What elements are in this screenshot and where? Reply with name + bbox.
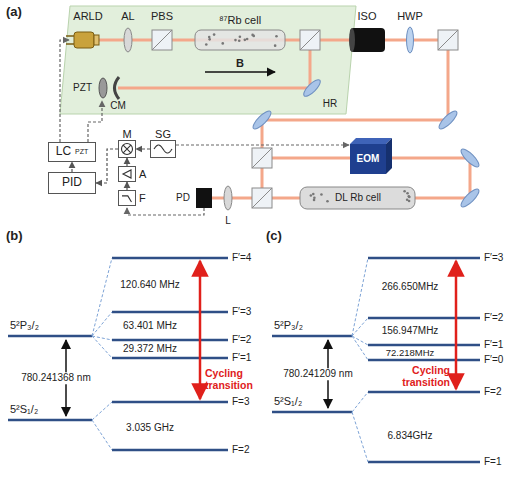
transition-label: Cycling transition xyxy=(205,368,267,392)
text-label: 780.241368 nm xyxy=(19,372,93,384)
text-label: F=2 xyxy=(484,386,502,398)
lens xyxy=(224,186,232,210)
symbol xyxy=(119,191,135,205)
symbol xyxy=(151,141,175,157)
atoms xyxy=(205,33,278,47)
signal-connector xyxy=(96,149,118,183)
text-label: 5²S₁/₂ xyxy=(10,403,38,416)
box-text: LC xyxy=(56,145,71,158)
box-text: PID xyxy=(62,176,82,189)
text-label: HWP xyxy=(397,10,423,23)
symbol xyxy=(119,141,135,157)
text-label: 5²P₃/₂ xyxy=(10,319,39,332)
text-label: PBS xyxy=(151,10,173,23)
lens xyxy=(124,28,132,52)
signal-generator: SG xyxy=(150,140,176,158)
mirror xyxy=(251,77,482,209)
text-label: (b) xyxy=(6,229,23,244)
text-label: 156.947MHz xyxy=(382,325,439,337)
component-label: M xyxy=(122,128,131,140)
laser-beam xyxy=(99,40,470,198)
text-label: 266.650MHz xyxy=(382,281,439,293)
half-wave-plate xyxy=(407,27,414,53)
text-label: F=1 xyxy=(484,456,502,468)
text-label: B xyxy=(236,57,244,70)
signal-connector xyxy=(126,158,127,166)
text-label: 72.218MHz xyxy=(386,348,435,359)
component-label: F xyxy=(139,192,146,204)
beam-splitter-cube xyxy=(152,30,458,208)
text-label: 120.640 MHz xyxy=(120,279,179,291)
transition-label: Cycling transition xyxy=(388,365,450,389)
symbol xyxy=(119,167,135,181)
filter-box: F xyxy=(118,190,136,206)
text-label: (a) xyxy=(6,5,22,20)
signal-connector xyxy=(126,182,127,190)
energy-level xyxy=(8,258,480,462)
eom-crystal xyxy=(350,138,392,174)
text-label: F′=1 xyxy=(232,352,251,364)
text-label: F′=1 xyxy=(484,339,503,351)
text-label: ISO xyxy=(358,10,377,23)
mixer-box: M xyxy=(118,140,136,158)
text-label: ARLD xyxy=(73,10,102,23)
level-splitting xyxy=(92,258,368,462)
text-label: HR xyxy=(323,98,337,110)
text-label: PD xyxy=(176,192,190,204)
text-label: AL xyxy=(121,10,134,23)
text-label: 63.401 MHz xyxy=(123,320,177,332)
text-label: 6.834GHz xyxy=(387,430,432,442)
text-label: 5²P₃/₂ xyxy=(274,319,303,332)
amplifier-box: A xyxy=(118,166,136,182)
cavity-mirror xyxy=(115,77,120,99)
signal-connector xyxy=(136,148,150,149)
signal-connector xyxy=(71,162,72,172)
text-label: ⁸⁷Rb cell xyxy=(219,14,261,27)
controller-box: PID xyxy=(48,172,96,194)
field-arrow xyxy=(205,71,275,72)
text-label: L xyxy=(225,215,231,227)
text-label: F=2 xyxy=(232,444,250,456)
piezo xyxy=(99,78,107,98)
cycling-arrow xyxy=(455,261,458,389)
text-label: EOM xyxy=(357,153,380,165)
text-label: CM xyxy=(110,100,126,112)
text-label: 3.035 GHz xyxy=(126,422,174,434)
text-label: F=3 xyxy=(232,396,250,408)
text-label: F′=4 xyxy=(232,252,251,264)
text-label: 29.372 MHz xyxy=(123,343,177,355)
text-label: DL Rb cell xyxy=(335,192,381,204)
vapor-cell xyxy=(195,30,285,50)
text-label: F′=3 xyxy=(484,252,503,264)
text-label: F′=2 xyxy=(232,334,251,346)
text-label: (c) xyxy=(266,229,282,244)
vapor-cell xyxy=(300,187,415,209)
text-label: F′=3 xyxy=(232,306,251,318)
photodetector xyxy=(196,188,212,208)
text-label: F′=2 xyxy=(484,312,503,324)
controller-box: LC PZT xyxy=(48,142,96,162)
text-label: F′=0 xyxy=(484,354,503,366)
component-label: A xyxy=(139,168,146,180)
isolator xyxy=(349,28,385,52)
text-label: 780.241209 nm xyxy=(281,368,355,380)
component-label: SG xyxy=(155,128,171,140)
laser-diode xyxy=(66,32,99,48)
text-label: 5²S₁/₂ xyxy=(274,395,302,408)
text-label: PZT xyxy=(73,82,92,94)
box-text: PZT xyxy=(75,148,88,156)
cycling-arrow xyxy=(199,261,202,399)
laser-platform xyxy=(60,6,356,114)
